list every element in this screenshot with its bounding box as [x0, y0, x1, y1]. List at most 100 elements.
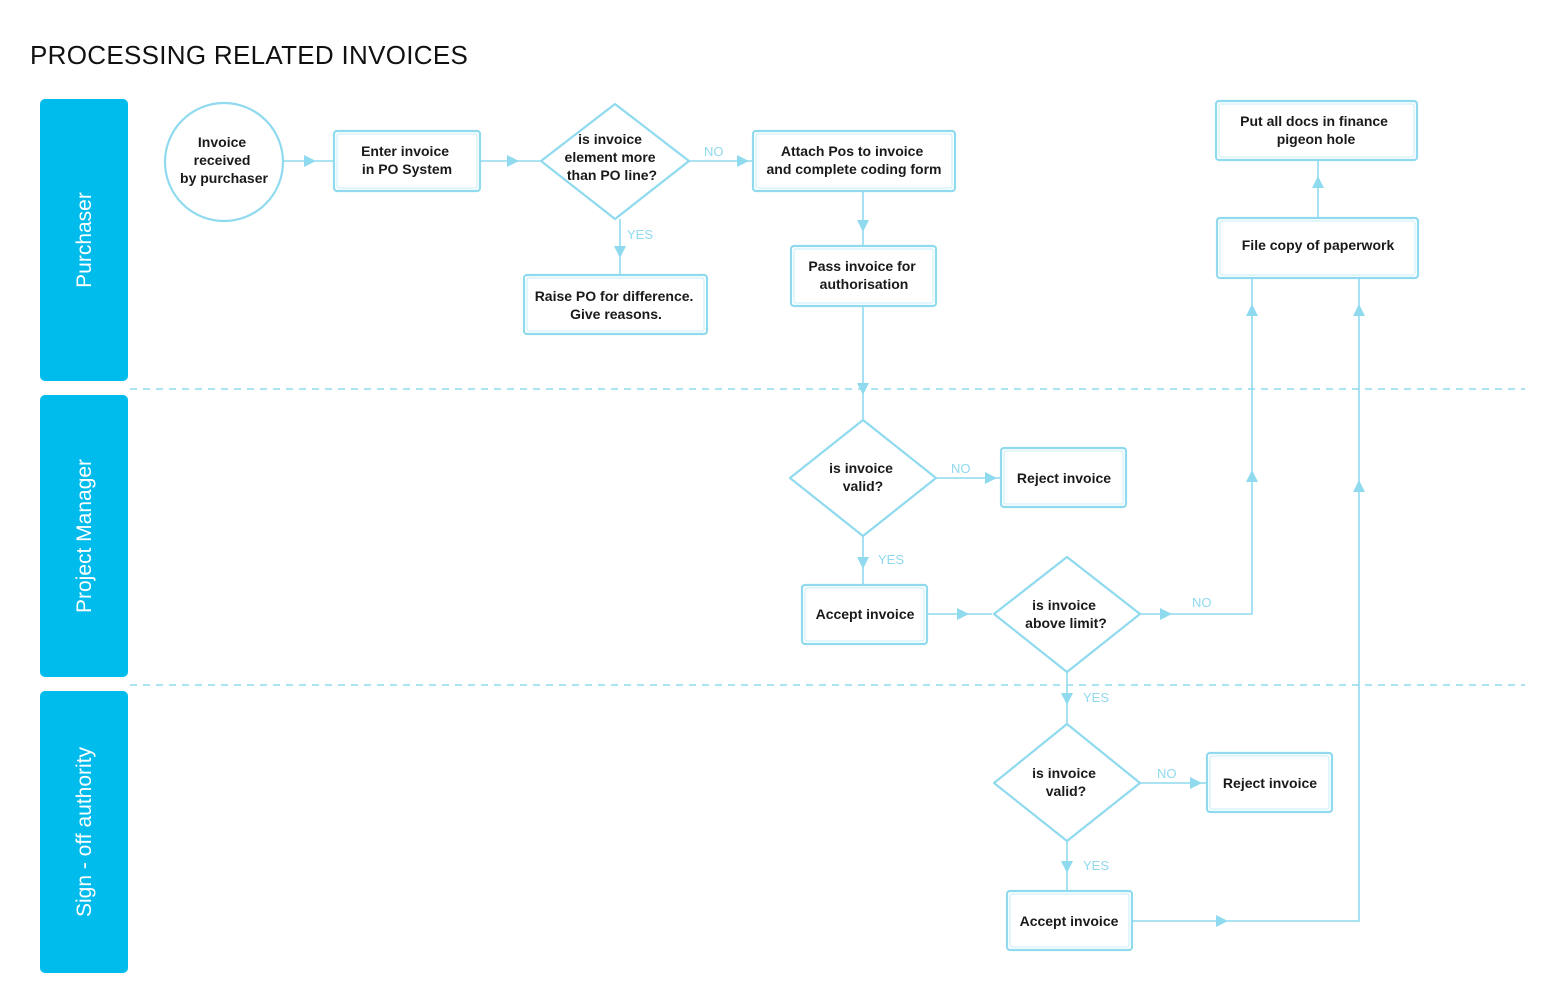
- lane-purchaser-label: Purchaser: [73, 192, 96, 288]
- arrow-right: [1216, 915, 1228, 927]
- node-pm-accept: Accept invoice: [800, 583, 929, 646]
- node-put-all-docs-text: Put all docs in finance pigeon hole: [1240, 113, 1392, 147]
- node-text-line: Raise PO for difference.: [535, 288, 694, 304]
- node-text-line: is invoice: [1032, 597, 1096, 613]
- process-box: [999, 446, 1128, 509]
- process-box-inner: [1003, 450, 1124, 505]
- node-text-line: is invoice: [1032, 765, 1096, 781]
- node-pm-valid-decision: is invoice valid?: [788, 418, 938, 538]
- node-text-line: Give reasons.: [570, 306, 662, 322]
- node-text-line: valid?: [843, 478, 883, 494]
- edge-label-yes: YES: [627, 227, 653, 242]
- node-pm-reject: Reject invoice: [999, 446, 1128, 509]
- node-put-all-docs: Put all docs in finance pigeon hole: [1214, 99, 1419, 162]
- process-box-inner: [793, 248, 934, 304]
- process-box: [751, 129, 957, 193]
- process-box-inner: [1009, 893, 1130, 948]
- node-text-line: valid?: [1046, 783, 1086, 799]
- edge-label-yes: YES: [878, 552, 904, 567]
- edge-label-yes: YES: [1083, 858, 1109, 873]
- arrow-down: [1061, 861, 1073, 873]
- node-text-line: authorisation: [820, 276, 909, 292]
- node-enter-invoice: Enter invoice in PO System: [332, 129, 482, 193]
- node-text-line: and complete coding form: [766, 161, 941, 177]
- process-box-inner: [336, 133, 478, 189]
- node-decision-element-more: is invoice element more than PO line?: [539, 102, 691, 221]
- node-text-line: is invoice: [578, 131, 642, 147]
- connector-limit-no-to-file: [1140, 279, 1253, 615]
- node-pm-reject-text: Reject invoice: [1017, 470, 1111, 486]
- node-pass-invoice-text: Pass invoice for authorisation: [808, 258, 919, 292]
- process-box: [332, 129, 482, 193]
- arrow-up: [1353, 304, 1365, 316]
- process-box: [789, 244, 938, 308]
- process-box-inner: [1219, 220, 1416, 276]
- node-so-reject: Reject invoice: [1205, 751, 1334, 814]
- process-box-inner: [526, 277, 705, 332]
- start-circle: [163, 101, 285, 223]
- arrow-up: [1312, 176, 1324, 188]
- lane-project-manager-label: Project Manager: [73, 459, 96, 613]
- node-text-line: Pass invoice for: [808, 258, 916, 274]
- node-file-copy: File copy of paperwork: [1215, 216, 1420, 280]
- arrow-down: [857, 383, 869, 395]
- node-above-limit-decision: is invoice above limit?: [992, 555, 1142, 674]
- node-text-line: Invoice: [198, 134, 246, 150]
- node-invoice-received-text: Invoice received by purchaser: [180, 134, 268, 186]
- process-box-inner: [1209, 755, 1330, 810]
- node-so-accept-text: Accept invoice: [1020, 913, 1119, 929]
- node-pass-invoice: Pass invoice for authorisation: [789, 244, 938, 308]
- process-box-inner: [1218, 103, 1415, 158]
- node-raise-po: Raise PO for difference. Give reasons.: [522, 273, 709, 336]
- arrow-down: [1061, 693, 1073, 705]
- process-box: [1005, 889, 1134, 952]
- node-invoice-received: Invoice received by purchaser: [163, 101, 285, 223]
- node-pm-accept-text: Accept invoice: [816, 606, 915, 622]
- node-text-line: Enter invoice: [361, 143, 449, 159]
- process-box-inner: [755, 133, 953, 189]
- arrow-up: [1353, 480, 1365, 492]
- node-enter-invoice-text: Enter invoice in PO System: [361, 143, 453, 177]
- process-box: [800, 583, 929, 646]
- node-decision-element-text: is invoice element more than PO line?: [565, 131, 660, 183]
- node-above-limit-text: is invoice above limit?: [1025, 597, 1107, 631]
- arrow-down: [614, 246, 626, 258]
- node-file-copy-text: File copy of paperwork: [1242, 237, 1395, 253]
- process-box: [1214, 99, 1419, 162]
- node-attach-pos-text: Attach Pos to invoice and complete codin…: [766, 143, 941, 177]
- node-so-accept: Accept invoice: [1005, 889, 1134, 952]
- edge-label-yes: YES: [1083, 690, 1109, 705]
- node-text-line: received: [194, 152, 251, 168]
- node-text-line: Put all docs in finance: [1240, 113, 1388, 129]
- node-text-line: than PO line?: [567, 167, 657, 183]
- arrow-up: [1246, 304, 1258, 316]
- process-box: [1205, 751, 1334, 814]
- edge-label-no: NO: [1157, 766, 1177, 781]
- decision-diamond: [992, 722, 1142, 843]
- node-so-valid-text: is invoice valid?: [1032, 765, 1100, 799]
- lane-sign-off-label: Sign - off authority: [73, 746, 96, 917]
- node-text-line: in PO System: [362, 161, 452, 177]
- diagram-title: PROCESSING RELATED INVOICES: [30, 40, 469, 70]
- process-box-inner: [804, 587, 925, 642]
- arrow-right: [737, 155, 749, 167]
- lane-project-manager: [40, 395, 128, 677]
- node-raise-po-text: Raise PO for difference. Give reasons.: [535, 288, 698, 322]
- node-attach-pos: Attach Pos to invoice and complete codin…: [751, 129, 957, 193]
- decision-diamond: [992, 555, 1142, 674]
- node-so-reject-text: Reject invoice: [1223, 775, 1317, 791]
- node-text-line: by purchaser: [180, 170, 268, 186]
- arrowheads: [304, 155, 1365, 927]
- edge-label-no: NO: [951, 461, 971, 476]
- arrow-right: [957, 608, 969, 620]
- decision-diamond: [788, 418, 938, 538]
- arrow-right: [507, 155, 519, 167]
- connector-so-accept-to-file: [1132, 279, 1360, 922]
- arrow-right: [1190, 777, 1202, 789]
- arrow-up: [1246, 470, 1258, 482]
- edge-label-no: NO: [1192, 595, 1212, 610]
- node-text-line: above limit?: [1025, 615, 1107, 631]
- node-text-line: element more: [565, 149, 656, 165]
- process-box: [1215, 216, 1420, 280]
- process-box: [522, 273, 709, 336]
